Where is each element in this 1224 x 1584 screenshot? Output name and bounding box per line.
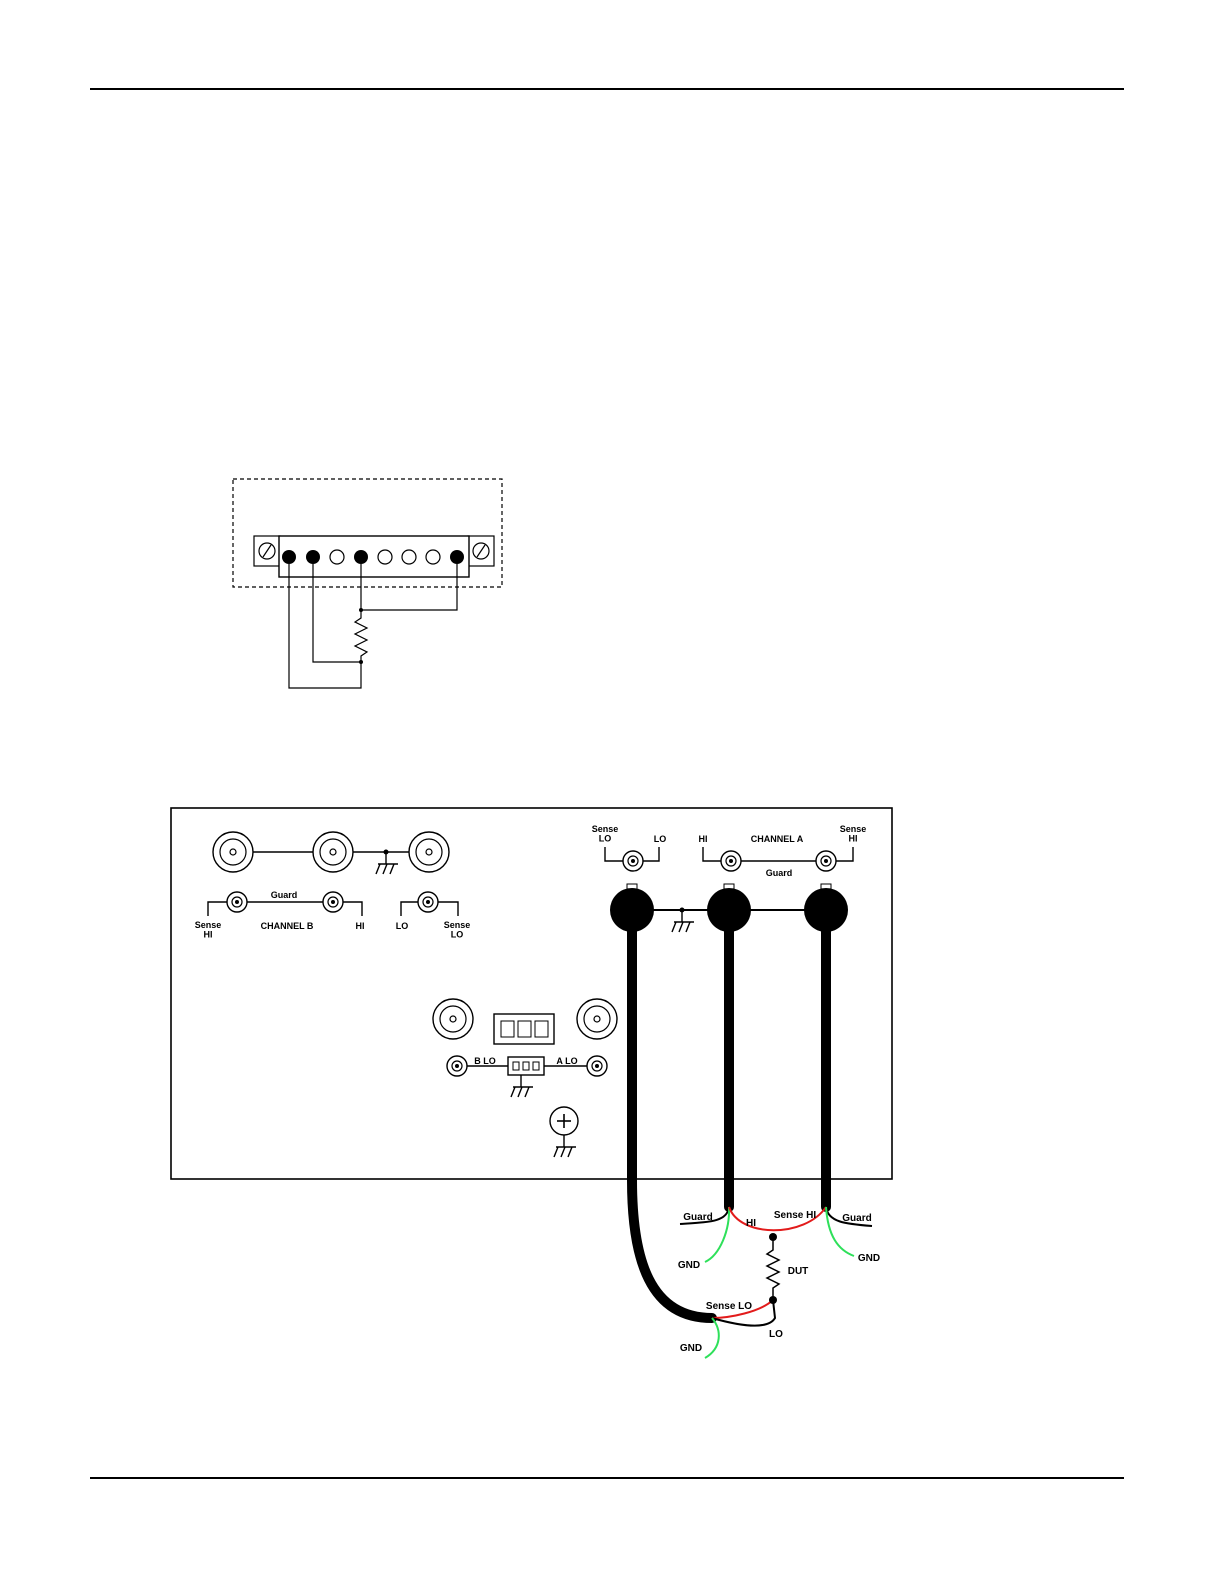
lo-label: LO — [769, 1329, 783, 1340]
sense-lo-label: Sense LO — [706, 1301, 752, 1312]
triax-connector — [447, 1056, 467, 1076]
hi-label: HI — [746, 1218, 756, 1229]
lo-label: LO — [654, 834, 667, 844]
guard-label: Guard — [766, 868, 793, 878]
rear-panel-outline — [171, 808, 892, 1179]
gnd-label: GND — [680, 1343, 702, 1354]
gnd-label: GND — [678, 1260, 700, 1271]
triax-connector — [587, 1056, 607, 1076]
bnc-connector — [313, 832, 353, 872]
bnc-connector — [409, 832, 449, 872]
triax-connector — [227, 892, 247, 912]
gnd-label: GND — [858, 1253, 880, 1264]
dut-wiring-labels: Guard HI Sense HI Guard GND GND DUT Sens… — [678, 1210, 880, 1354]
sense-hi-label: Sense HI — [774, 1210, 816, 1221]
triax-connector — [418, 892, 438, 912]
a-lo-label: A LO — [556, 1056, 577, 1066]
lo-link-icon — [508, 1057, 544, 1075]
fuse-holder-icon — [494, 1014, 554, 1044]
triax-connector — [323, 892, 343, 912]
b-lo-label: B LO — [474, 1056, 496, 1066]
guard-label: Guard — [842, 1213, 871, 1224]
dut-label: DUT — [788, 1266, 809, 1277]
triax-connector — [623, 851, 643, 871]
bnc-connector — [433, 999, 473, 1039]
guard-label: Guard — [683, 1212, 712, 1223]
hi-label: HI — [356, 921, 365, 931]
lo-label: LO — [396, 921, 409, 931]
triax-connector — [721, 851, 741, 871]
channel-b-label: CHANNEL B — [261, 921, 314, 931]
channel-a-label: CHANNEL A — [751, 834, 804, 844]
guard-label: Guard — [271, 890, 298, 900]
ground-screw-icon — [550, 1107, 578, 1135]
bnc-connector — [213, 832, 253, 872]
bnc-connector — [577, 999, 617, 1039]
triax-connector — [816, 851, 836, 871]
hi-label: HI — [699, 834, 708, 844]
